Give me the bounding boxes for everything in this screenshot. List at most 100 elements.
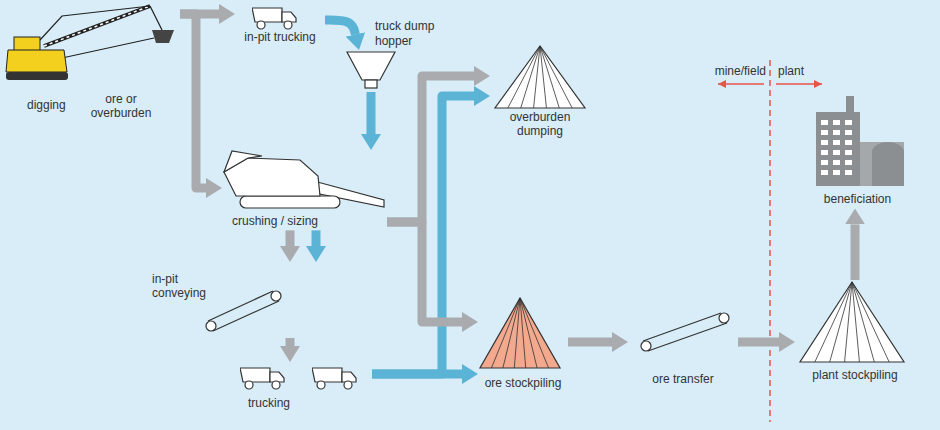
- dragline-base: [6, 72, 68, 80]
- pulley: [206, 321, 216, 331]
- dragline-body: [6, 50, 67, 72]
- window: [833, 120, 840, 125]
- dragline-bucket: [152, 30, 174, 43]
- pulley: [271, 291, 281, 301]
- window: [821, 140, 828, 145]
- overburden-pile: [495, 46, 585, 108]
- crusher-feed: [224, 151, 262, 172]
- step-label: plant stockpiling: [795, 368, 915, 382]
- tank: [872, 142, 904, 186]
- process-step: in-pit conveying: [150, 262, 330, 338]
- chimney: [846, 96, 854, 114]
- step-label: in-pit trucking: [235, 30, 325, 44]
- flow-arrow: [286, 338, 295, 346]
- annotation-label: plant: [778, 64, 828, 78]
- flow-arrow: [286, 230, 295, 246]
- window: [821, 170, 828, 175]
- belt: [208, 291, 273, 321]
- step-label: truck dump hopper: [375, 19, 439, 48]
- process-step: trucking: [232, 362, 372, 412]
- flow-arrow: [851, 224, 860, 280]
- boundary-arrow: [718, 83, 764, 85]
- boundary-line: [769, 60, 771, 422]
- factory-icon: [816, 96, 904, 186]
- window: [845, 140, 852, 145]
- pile-ray: [540, 46, 572, 108]
- truck-icon: [240, 368, 284, 389]
- dragline-cab: [14, 37, 40, 51]
- hopper-icon: [347, 52, 395, 80]
- step-label: overburden dumping: [500, 110, 580, 139]
- boundary-arrow: [776, 83, 822, 85]
- conveyor-icon: [206, 291, 281, 331]
- window: [821, 130, 828, 135]
- window: [833, 160, 840, 165]
- pulley: [641, 341, 651, 351]
- step-label: trucking: [248, 396, 372, 410]
- flow-arrow: [325, 20, 355, 34]
- pile-ray: [514, 298, 520, 368]
- boom-cable: [40, 6, 150, 40]
- step-label: ore transfer: [628, 372, 738, 386]
- step-label: beneficiation: [800, 192, 915, 206]
- window: [833, 170, 840, 175]
- window: [845, 160, 852, 165]
- window: [833, 130, 840, 135]
- window: [833, 150, 840, 155]
- pile-outline: [800, 282, 904, 362]
- haul-truck: [252, 8, 296, 29]
- pile-ray: [521, 46, 540, 108]
- process-step: ore transfer: [628, 300, 738, 388]
- process-step: plant stockpiling: [795, 280, 915, 384]
- flow-arrow: [367, 92, 376, 134]
- flow-arrow: [738, 338, 779, 347]
- process-step: truck dump hopper: [345, 50, 397, 92]
- pile-ray: [520, 298, 549, 368]
- flow-arrow: [180, 14, 206, 188]
- step-label: in-pit conveying: [152, 272, 212, 301]
- process-step: beneficiation: [800, 92, 915, 208]
- pile-outline: [480, 298, 560, 368]
- pile-ray: [815, 282, 852, 362]
- pile-ray: [852, 282, 889, 362]
- pile-ray: [845, 282, 852, 362]
- pulley: [719, 313, 729, 323]
- flow-arrow: [312, 230, 321, 246]
- step-label: crushing / sizing: [232, 214, 387, 228]
- window: [833, 140, 840, 145]
- hoist-cable: [150, 6, 162, 30]
- pile-outline: [495, 46, 585, 108]
- window: [821, 160, 828, 165]
- ore-pile: [480, 298, 560, 368]
- window: [821, 150, 828, 155]
- window: [821, 120, 828, 125]
- flow-arrow: [387, 76, 474, 222]
- window: [845, 170, 852, 175]
- window: [845, 120, 852, 125]
- process-step: crushing / sizing: [222, 150, 387, 230]
- building: [816, 112, 860, 186]
- pile-ray: [491, 298, 520, 368]
- annotation-label: mine/field: [704, 64, 766, 78]
- truck-icon: [312, 368, 356, 389]
- building: [860, 142, 904, 186]
- belt: [648, 323, 727, 351]
- process-step: digging: [5, 2, 180, 114]
- pile-ray: [503, 298, 520, 368]
- process-step: overburden dumping: [490, 42, 590, 141]
- process-step: in-pit trucking: [235, 0, 325, 46]
- window: [845, 150, 852, 155]
- hopper-chute: [365, 80, 377, 88]
- dragline: [6, 6, 174, 80]
- pile-ray: [508, 46, 540, 108]
- flow-arrow: [568, 338, 612, 347]
- belt: [643, 313, 721, 341]
- pile-ray: [534, 46, 540, 108]
- step-label: ore stockpiling: [478, 376, 568, 390]
- drag-cable: [62, 38, 154, 58]
- transfer-conveyor: [641, 313, 729, 351]
- process-step: ore stockpiling: [478, 296, 568, 392]
- annotation-label: ore or overburden: [86, 92, 156, 121]
- flow-arrow: [387, 222, 462, 322]
